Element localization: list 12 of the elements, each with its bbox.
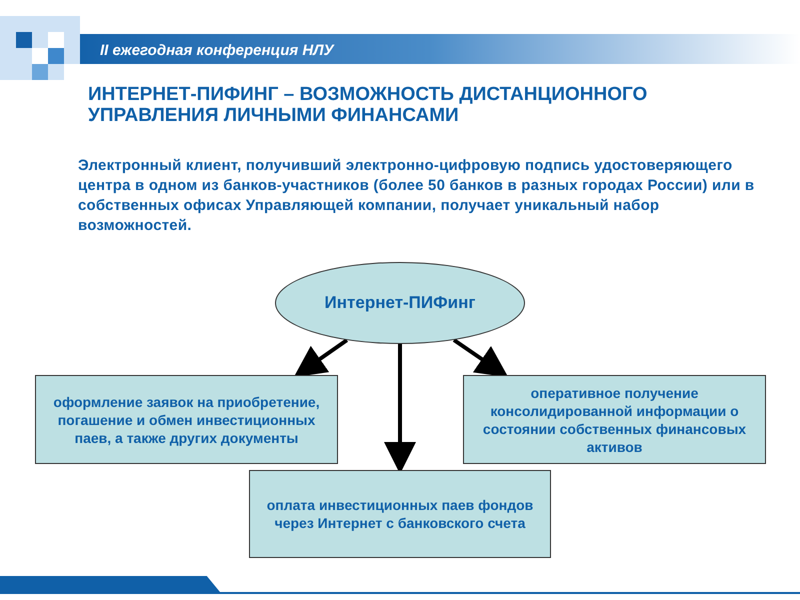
intro-paragraph: Электронный клиент, получивший электронно-цифровую подпись удостоверяющего центра в одном из банков-участников (более 50 банков в разных городах России) или в собственных офисах Управляющей компании, получает уникальный набор возможностей. <box>78 156 756 236</box>
feature-text: оплата инвестиционных паев фондов через Интернет с банковского счета <box>266 496 534 532</box>
arrow <box>294 338 348 378</box>
feature-box <box>35 375 338 464</box>
feature-text: оформление заявок на приобретение, погашение и обмен инвестиционных паев, а также других документы <box>52 392 321 446</box>
feature-box <box>463 375 766 464</box>
topic-label: Интернет-ПИФинг <box>324 292 476 314</box>
conference-heading: II ежегодная конференция НЛУ <box>100 41 334 61</box>
slide-title: ИНТЕРНЕТ-ПИФИНГ – ВОЗМОЖНОСТЬ ДИСТАНЦИОННОГО УПРАВЛЕНИЯ ЛИЧНЫМИ ФИНАНСАМИ <box>88 84 648 126</box>
arrow <box>452 338 508 378</box>
feature-text: оперативное получение консолидированной информации о состоянии собственных финансовых активов <box>482 384 748 456</box>
feature-box <box>249 470 551 558</box>
